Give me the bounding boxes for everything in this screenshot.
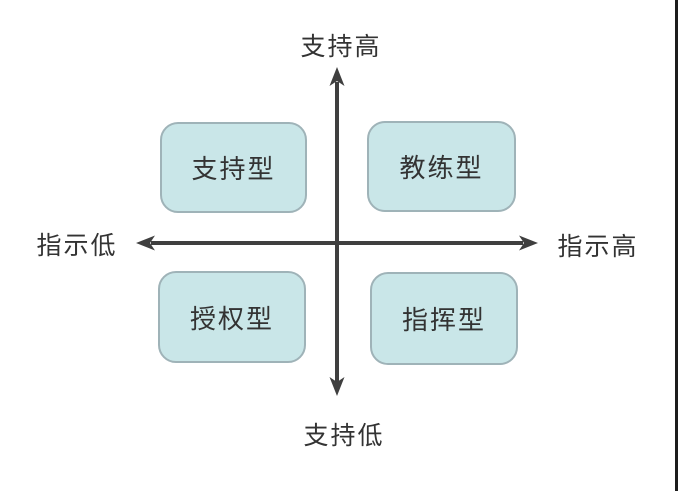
quadrant-label: 教练型 — [399, 153, 484, 183]
right-edge-border — [675, 0, 678, 491]
quadrant-label: 指挥型 — [401, 305, 486, 335]
y-axis-up-arrow-icon — [329, 67, 345, 86]
y-axis-bottom-label: 支持低 — [303, 422, 385, 450]
x-axis-left-label: 指示低 — [36, 232, 118, 260]
quadrant-box-directing: 指挥型 — [370, 272, 518, 365]
quadrant-box-coaching: 教练型 — [367, 121, 516, 212]
x-axis-left-arrow-icon — [136, 235, 155, 251]
quadrant-box-delegating: 授权型 — [158, 271, 306, 363]
x-axis-right-arrow-icon — [519, 235, 538, 251]
x-axis-right-label: 指示高 — [557, 233, 639, 261]
y-axis-down-arrow-icon — [329, 377, 345, 396]
y-axis-top-label: 支持高 — [300, 33, 382, 61]
quadrant-label: 支持型 — [191, 154, 276, 184]
quadrant-label: 授权型 — [189, 303, 274, 334]
quadrant-box-supporting: 支持型 — [160, 122, 307, 213]
